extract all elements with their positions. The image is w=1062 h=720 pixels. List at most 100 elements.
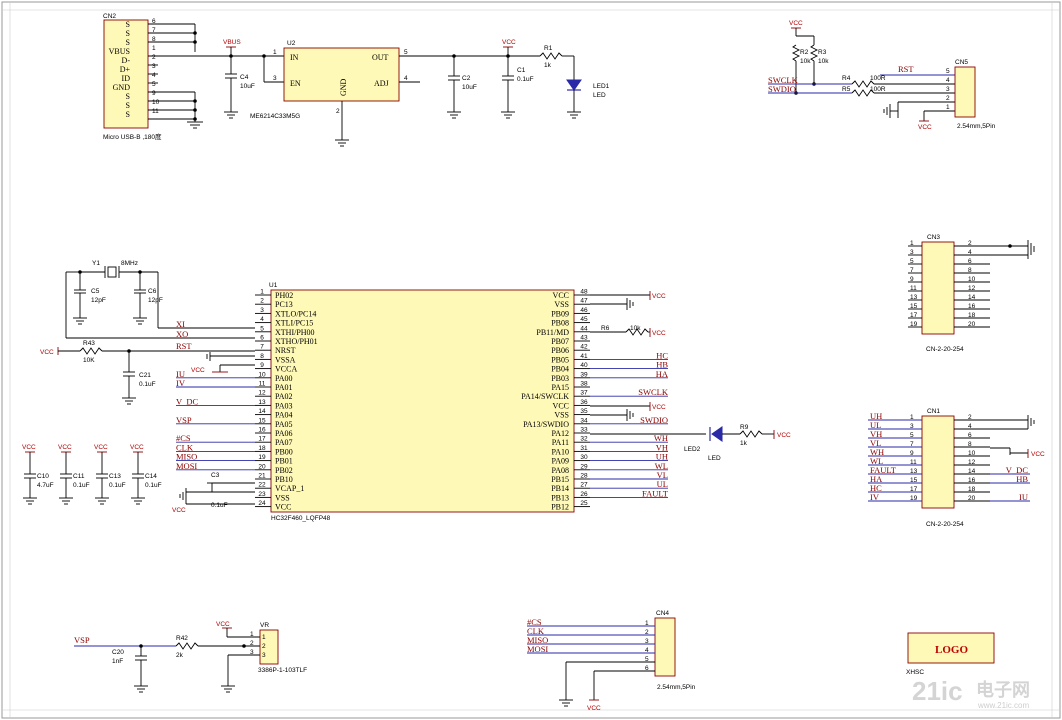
header-net-label: UL bbox=[870, 420, 881, 430]
header-pin-num: 16 bbox=[968, 477, 976, 484]
mcu-pin-name: VSS bbox=[554, 300, 569, 309]
header-pin-num: 14 bbox=[968, 294, 976, 301]
mcu-net-label: UL bbox=[657, 479, 668, 489]
svg-text:VCC: VCC bbox=[94, 444, 108, 451]
svg-text:1: 1 bbox=[250, 631, 254, 638]
mcu-pin-num: 44 bbox=[580, 325, 588, 332]
decoupling-cap-ref: C14 bbox=[145, 473, 157, 480]
usb-label: Micro USB-B ,180度 bbox=[103, 132, 162, 141]
usb-pin-name: S bbox=[126, 92, 130, 101]
header-pin-num: 6 bbox=[968, 432, 972, 439]
header-net-label: UH bbox=[870, 411, 882, 421]
usb-pin-num: 9 bbox=[152, 90, 156, 97]
header-pin-num: 8 bbox=[968, 267, 972, 274]
mcu-pin-name: PA14/SWCLK bbox=[521, 392, 569, 401]
svg-text:C4: C4 bbox=[240, 74, 249, 81]
mcu-pin-num: 36 bbox=[580, 399, 588, 406]
svg-text:RST: RST bbox=[898, 64, 914, 74]
usb-pin-name: S bbox=[126, 110, 130, 119]
cn4-net-label: CLK bbox=[527, 626, 545, 636]
usb-pin-name: S bbox=[126, 38, 130, 47]
usb-pin-name: S bbox=[126, 29, 130, 38]
svg-text:0.1uF: 0.1uF bbox=[139, 381, 156, 388]
header-pin-num: 8 bbox=[968, 441, 972, 448]
svg-text:VCC: VCC bbox=[191, 367, 205, 374]
mcu-pin-name: PA09 bbox=[552, 457, 570, 466]
svg-text:R43: R43 bbox=[83, 340, 95, 347]
header-pin-num: 1 bbox=[910, 240, 914, 247]
header-pin-num: 19 bbox=[910, 495, 918, 502]
pot-section: VSP C20 1nF R42 2k VCC VR 1 2 3 1 2 3 33… bbox=[74, 621, 307, 693]
usb-pin-name: D+ bbox=[120, 65, 131, 74]
usb-pin-num: 5 bbox=[152, 81, 156, 88]
usb-pin-num: 11 bbox=[152, 108, 159, 115]
mcu-net-label: MISO bbox=[176, 452, 197, 462]
mcu-pin-num: 25 bbox=[580, 500, 588, 507]
svg-text:10uF: 10uF bbox=[240, 83, 255, 90]
header-pin-num: 18 bbox=[968, 486, 976, 493]
mcu-pin-num: 21 bbox=[258, 473, 266, 480]
svg-text:VCC: VCC bbox=[918, 124, 932, 131]
svg-text:VCC: VCC bbox=[1031, 451, 1045, 458]
usb-pin-num: 1 bbox=[152, 45, 156, 52]
mcu-pin-num: 31 bbox=[580, 445, 588, 452]
svg-text:10k: 10k bbox=[630, 325, 641, 332]
header-pin-num: 12 bbox=[968, 459, 976, 466]
svg-text:VCC: VCC bbox=[777, 432, 791, 439]
vbus-net: VBUS C4 10uF bbox=[148, 39, 284, 119]
svg-text:C20: C20 bbox=[112, 649, 124, 656]
mcu-pin-num: 19 bbox=[258, 454, 266, 461]
header-pin-num: 20 bbox=[968, 495, 976, 502]
svg-text:10k: 10k bbox=[818, 58, 829, 65]
header-net-label: V_DC bbox=[1006, 465, 1029, 475]
header-pin-num: 16 bbox=[968, 303, 976, 310]
svg-text:1: 1 bbox=[262, 634, 266, 641]
svg-text:IN: IN bbox=[290, 53, 299, 62]
mcu-net-label: V_DC bbox=[176, 396, 199, 406]
mcu-pin-num: 34 bbox=[580, 417, 588, 424]
svg-text:XHSC: XHSC bbox=[906, 669, 924, 676]
mcu-pin-num: 33 bbox=[580, 427, 588, 434]
cn4-net-label: MOSI bbox=[527, 644, 548, 654]
svg-text:0.1uF: 0.1uF bbox=[517, 76, 534, 83]
header-pin-num: 1 bbox=[910, 414, 914, 421]
header-pin-num: 11 bbox=[910, 285, 917, 292]
svg-text:CN1: CN1 bbox=[927, 408, 940, 415]
svg-text:1k: 1k bbox=[740, 440, 748, 447]
header-pin-num: 7 bbox=[910, 441, 914, 448]
reset-section: VCC R43 10K C21 0.1uF RST bbox=[40, 340, 255, 405]
mcu-pin-name: PA05 bbox=[275, 420, 293, 429]
mcu-pin-name: XTHI/PH00 bbox=[275, 328, 315, 337]
svg-text:1k: 1k bbox=[544, 62, 552, 69]
svg-text:R5: R5 bbox=[842, 86, 851, 93]
mcu-pin-num: 40 bbox=[580, 362, 588, 369]
svg-text:XO: XO bbox=[176, 329, 188, 339]
decoupling-cap-value: 4.7uF bbox=[37, 482, 54, 489]
mcu-pin-num: 3 bbox=[260, 307, 264, 314]
mcu-pin-name: XTLO/PC14 bbox=[275, 309, 316, 318]
mcu-pin-name: PB14 bbox=[551, 484, 569, 493]
svg-text:5: 5 bbox=[404, 49, 408, 56]
svg-text:1: 1 bbox=[946, 104, 950, 111]
header-pin-num: 13 bbox=[910, 294, 918, 301]
mcu-pin-name: VSS bbox=[554, 411, 569, 420]
mcu-pin-num: 38 bbox=[580, 381, 588, 388]
svg-text:C3: C3 bbox=[211, 472, 220, 479]
mcu-pin-num: 45 bbox=[580, 316, 588, 323]
svg-text:C5: C5 bbox=[91, 288, 100, 295]
svg-text:VCC: VCC bbox=[216, 621, 230, 628]
mcu-pin-name: PA13/SWDIO bbox=[523, 420, 569, 429]
usb-pin-name: S bbox=[126, 20, 130, 29]
mcu-pin-num: 7 bbox=[260, 344, 264, 351]
svg-text:HC32F460_LQFP48: HC32F460_LQFP48 bbox=[271, 515, 331, 522]
svg-text:OUT: OUT bbox=[372, 53, 389, 62]
svg-text:C6: C6 bbox=[148, 288, 157, 295]
mcu-pin-name: PA15 bbox=[552, 383, 570, 392]
mcu-pin-num: 30 bbox=[580, 454, 588, 461]
header-pin-num: 5 bbox=[910, 432, 914, 439]
mcu-pin-num: 46 bbox=[580, 307, 588, 314]
svg-text:10k: 10k bbox=[800, 58, 811, 65]
header-net-label: VL bbox=[870, 438, 881, 448]
